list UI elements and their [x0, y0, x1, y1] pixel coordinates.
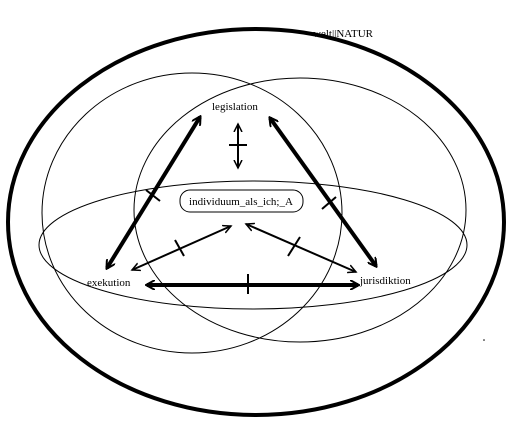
left-circle — [41, 72, 343, 354]
label-world: welt||NATUR — [313, 28, 374, 40]
arrow-center-jurisdiktion — [246, 224, 356, 272]
horizontal-ellipse — [38, 180, 468, 310]
label-legislation: legislation — [212, 101, 258, 113]
individual-box — [179, 189, 304, 213]
arrow-legislation-exekution — [105, 117, 202, 268]
arrow-legislation-jurisdiktion — [270, 118, 376, 266]
tick-mark-left — [174, 239, 185, 257]
label-jurisdiktion: jurisdiktion — [359, 275, 411, 287]
arrow-center-exekution — [132, 226, 231, 270]
world-boundary-ellipse — [6, 27, 506, 417]
slash-right-ellipse — [321, 196, 337, 210]
slash-left-ellipse — [145, 189, 161, 202]
tick-mark-right — [287, 236, 301, 257]
label-individual: individuum_als_ich;_A — [189, 196, 293, 208]
label-exekution: exekution — [87, 277, 131, 289]
stray-dot — [483, 339, 485, 341]
